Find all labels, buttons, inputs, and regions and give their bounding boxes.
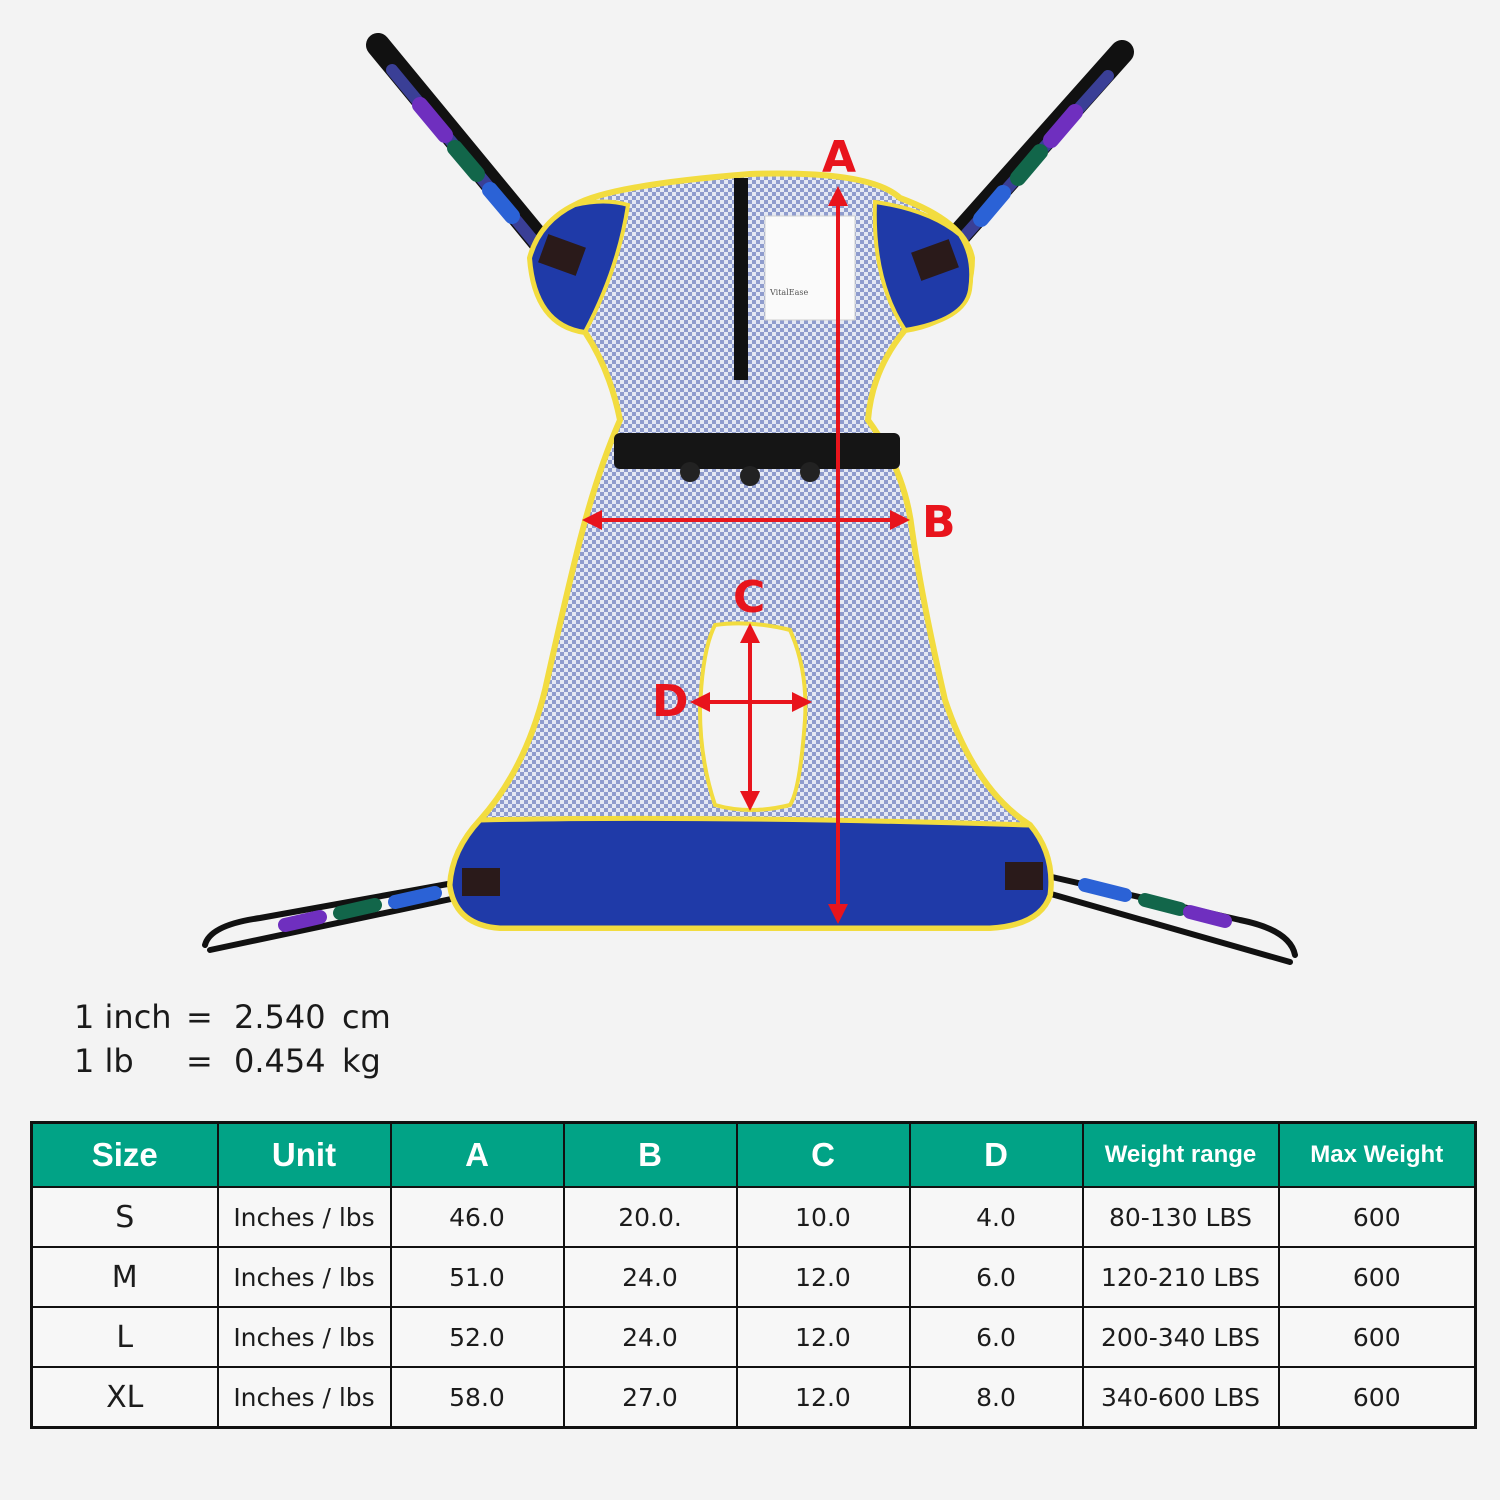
column-header-a: A — [389, 1121, 565, 1188]
conversion-unit: cm — [342, 998, 391, 1036]
table-cell: 600 — [1277, 1246, 1477, 1308]
table-cell: 120-210 LBS — [1081, 1246, 1280, 1308]
table-cell: 51.0 — [389, 1246, 565, 1308]
leg-panel — [447, 815, 1054, 931]
dimension-label-b: B — [922, 497, 956, 548]
table-row: L Inches / lbs 52.0 24.0 12.0 6.0 200-34… — [30, 1306, 1477, 1368]
column-header-b: B — [562, 1121, 738, 1188]
belt-button — [800, 462, 820, 482]
table-cell: Inches / lbs — [216, 1246, 392, 1308]
belt-button — [740, 466, 760, 486]
table-cell: 6.0 — [908, 1306, 1084, 1368]
column-header-max-weight: Max Weight — [1277, 1121, 1477, 1188]
table-cell: 24.0 — [562, 1246, 738, 1308]
table-cell: 80-130 LBS — [1081, 1186, 1280, 1248]
table-cell-size: L — [30, 1306, 219, 1368]
table-cell-size: M — [30, 1246, 219, 1308]
table-row: S Inches / lbs 46.0 20.0. 10.0 4.0 80-13… — [30, 1186, 1477, 1248]
commode-opening — [697, 621, 808, 812]
table-cell-size: XL — [30, 1366, 219, 1429]
table-cell: 12.0 — [735, 1366, 911, 1429]
strap-top-left — [366, 33, 567, 272]
strap-tab — [1005, 862, 1043, 890]
strap-bottom-left — [202, 877, 473, 953]
table-cell: 600 — [1277, 1366, 1477, 1429]
dimension-label-d: D — [652, 676, 689, 727]
strap-tab — [911, 239, 959, 281]
conversion-value: 0.454 — [234, 1042, 326, 1080]
sling-tag-brand: VitalEase — [769, 288, 808, 297]
table-cell: 24.0 — [562, 1306, 738, 1368]
table-cell: Inches / lbs — [216, 1186, 392, 1248]
size-chart-table: Size Unit A B C D Weight range Max Weigh… — [30, 1121, 1477, 1429]
table-cell: 10.0 — [735, 1186, 911, 1248]
table-cell: Inches / lbs — [216, 1306, 392, 1368]
back-strap — [734, 178, 748, 380]
table-cell: 8.0 — [908, 1366, 1084, 1429]
column-header-c: C — [735, 1121, 911, 1188]
table-cell: 200-340 LBS — [1081, 1306, 1280, 1368]
strap-tab — [462, 868, 500, 896]
table-cell: 58.0 — [389, 1366, 565, 1429]
table-cell: 6.0 — [908, 1246, 1084, 1308]
table-cell: 12.0 — [735, 1246, 911, 1308]
table-cell: 600 — [1277, 1186, 1477, 1248]
dimension-label-a: A — [822, 132, 856, 183]
dimension-label-c: C — [733, 572, 765, 623]
sling-tag — [764, 215, 856, 321]
table-cell: 20.0. — [562, 1186, 738, 1248]
conversion-lhs: 1 lb — [74, 1042, 134, 1080]
table-cell: 4.0 — [908, 1186, 1084, 1248]
sling-diagram: VitalEase A B C D — [202, 33, 1298, 965]
conversion-unit: kg — [342, 1042, 381, 1080]
conversion-lhs: 1 inch — [74, 998, 172, 1036]
column-header-d: D — [908, 1121, 1084, 1188]
column-header-unit: Unit — [216, 1121, 392, 1188]
strap-top-right — [923, 40, 1134, 274]
strap-bottom-right — [1027, 869, 1298, 965]
strap-tab — [538, 234, 586, 276]
table-cell-size: S — [30, 1186, 219, 1248]
conversion-equals: = — [186, 1042, 213, 1080]
table-row: M Inches / lbs 51.0 24.0 12.0 6.0 120-21… — [30, 1246, 1477, 1308]
table-cell: Inches / lbs — [216, 1366, 392, 1429]
table-cell: 340-600 LBS — [1081, 1366, 1280, 1429]
belt — [614, 433, 900, 469]
column-header-weight-range: Weight range — [1081, 1121, 1280, 1188]
table-cell: 52.0 — [389, 1306, 565, 1368]
belt-button — [680, 462, 700, 482]
table-cell: 12.0 — [735, 1306, 911, 1368]
table-row: XL Inches / lbs 58.0 27.0 12.0 8.0 340-6… — [30, 1366, 1477, 1429]
table-cell: 600 — [1277, 1306, 1477, 1368]
conversion-value: 2.540 — [234, 998, 326, 1036]
table-cell: 46.0 — [389, 1186, 565, 1248]
conversion-equals: = — [186, 998, 213, 1036]
column-header-size: Size — [30, 1121, 219, 1188]
table-header-row: Size Unit A B C D Weight range Max Weigh… — [30, 1121, 1477, 1188]
table-cell: 27.0 — [562, 1366, 738, 1429]
